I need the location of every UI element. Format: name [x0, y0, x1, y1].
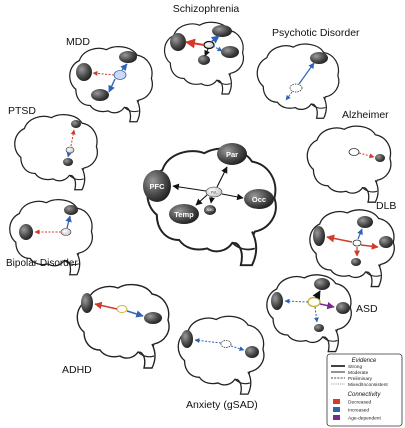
label-dlb: DLB [376, 200, 396, 212]
label-asd: ASD [356, 303, 378, 315]
region-amg [204, 205, 216, 215]
legend-connectivity-title: Connectivity [348, 392, 382, 398]
region-par-label: Par [226, 150, 238, 159]
legend-connectivity-age-dependent: Age-dependent [348, 416, 381, 422]
label-mdd: MDD [66, 36, 90, 48]
region-pul-label: PUL [211, 191, 217, 195]
brain-anxiety [177, 315, 265, 395]
region-temp [169, 204, 199, 224]
brain-ptsd [14, 114, 98, 191]
center-arrow-pul-par [216, 166, 228, 188]
brain-asd [266, 274, 352, 353]
central-brain: Par PFC PUL Occ Temp AMG [143, 143, 277, 267]
legend-swatch-age-dependent [333, 415, 340, 420]
region-temp-label: Temp [174, 210, 194, 219]
region-pfc-label: PFC [150, 182, 166, 191]
legend-evidence-preliminary: Preliminary [348, 376, 373, 382]
legend-evidence-title: Evidence [352, 358, 377, 364]
region-par [217, 143, 247, 165]
center-arrow-pul-amg [208, 196, 215, 204]
legend-swatch-decreased [333, 399, 340, 404]
region-occ [244, 189, 274, 209]
label-bipolar-disorder: Bipolar Disorder [6, 258, 78, 269]
label-psychotic-disorder: Psychotic Disorder [272, 27, 360, 39]
label-ptsd: PTSD [8, 105, 36, 117]
legend: Evidence Strong Moderate Preliminary Mix… [326, 353, 403, 427]
center-arrow-pul-occ [221, 193, 244, 201]
brain-bipolar-disorder [9, 199, 93, 276]
label-alzheimer: Alzheimer [342, 109, 389, 121]
brain-mdd [69, 46, 153, 123]
brain-psychotic-disorder [256, 43, 340, 119]
region-pfc [143, 170, 171, 202]
center-arrow-pul-pfc [172, 183, 207, 192]
legend-evidence-strong: Strong [348, 364, 362, 370]
legend-evidence-moderate: Moderate [348, 370, 369, 376]
brain-dlb [309, 209, 395, 288]
brain-adhd [76, 283, 170, 369]
legend-connectivity-increased: Increased [348, 408, 369, 414]
region-amg-label: AMG [206, 208, 214, 212]
brain-schizophrenia [163, 21, 245, 95]
label-adhd: ADHD [62, 364, 92, 376]
legend-connectivity-decreased: Decreased [348, 400, 372, 406]
region-occ-label: Occ [252, 195, 266, 204]
label-schizophrenia: Schizophrenia [173, 3, 240, 15]
center-arrow-pul-temp [195, 194, 208, 206]
region-pul [205, 186, 223, 198]
label-anxiety: Anxiety (gSAD) [186, 399, 258, 411]
legend-swatch-increased [333, 407, 340, 412]
legend-evidence-mixed: Mixed/Inconsistent [348, 382, 388, 388]
brain-alzheimer [306, 125, 392, 203]
